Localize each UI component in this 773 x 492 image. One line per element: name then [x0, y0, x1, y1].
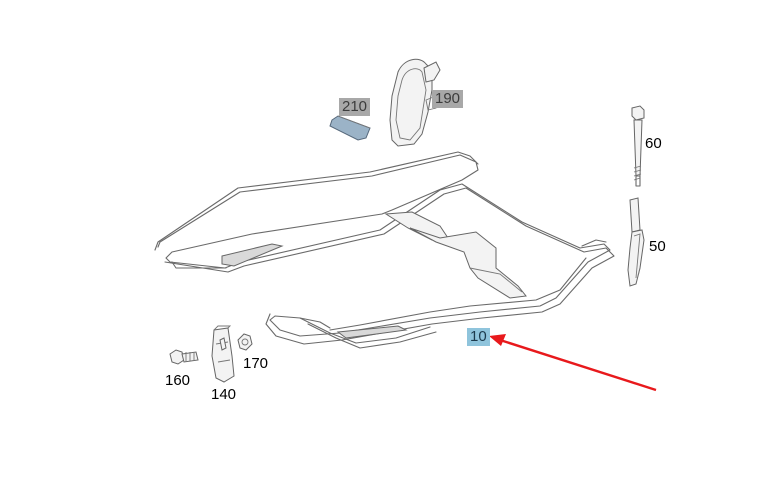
- label-50[interactable]: 50: [649, 238, 666, 255]
- label-10[interactable]: 10: [467, 328, 490, 346]
- label-160[interactable]: 160: [165, 372, 191, 389]
- pointer-arrow: [489, 334, 657, 392]
- label-190[interactable]: 190: [432, 90, 464, 108]
- label-210[interactable]: 210: [339, 98, 371, 116]
- bolt-part-60[interactable]: [631, 105, 645, 187]
- clip-part-50[interactable]: [627, 197, 645, 287]
- label-170[interactable]: 170: [243, 355, 269, 372]
- bolt-part-160[interactable]: [169, 349, 199, 365]
- strip-part-210[interactable]: [329, 115, 371, 141]
- label-140[interactable]: 140: [211, 386, 237, 403]
- label-60[interactable]: 60: [645, 135, 662, 152]
- frame-part-10[interactable]: [154, 151, 615, 349]
- nut-part-170[interactable]: [237, 333, 253, 351]
- cover-part-190[interactable]: [389, 58, 441, 147]
- clip-part-140[interactable]: [211, 325, 235, 383]
